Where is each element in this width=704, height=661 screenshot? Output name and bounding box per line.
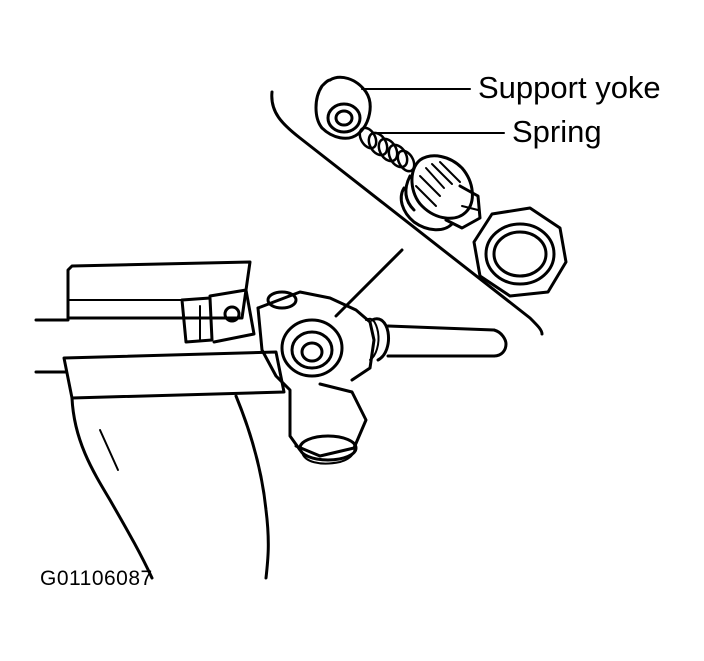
right-tube (365, 317, 508, 362)
spring-part (358, 126, 416, 173)
spring-label: Spring (512, 114, 602, 149)
clamp-bracket (180, 288, 256, 344)
lock-nut-part (472, 206, 568, 298)
gear-housing (256, 290, 376, 465)
support-yoke-part (314, 75, 372, 140)
left-tube (34, 318, 70, 374)
support-yoke-label: Support yoke (478, 70, 661, 105)
inset-outline (270, 90, 544, 336)
adjusting-screw-part (399, 154, 482, 232)
figure-code: G01106087 (40, 567, 153, 590)
